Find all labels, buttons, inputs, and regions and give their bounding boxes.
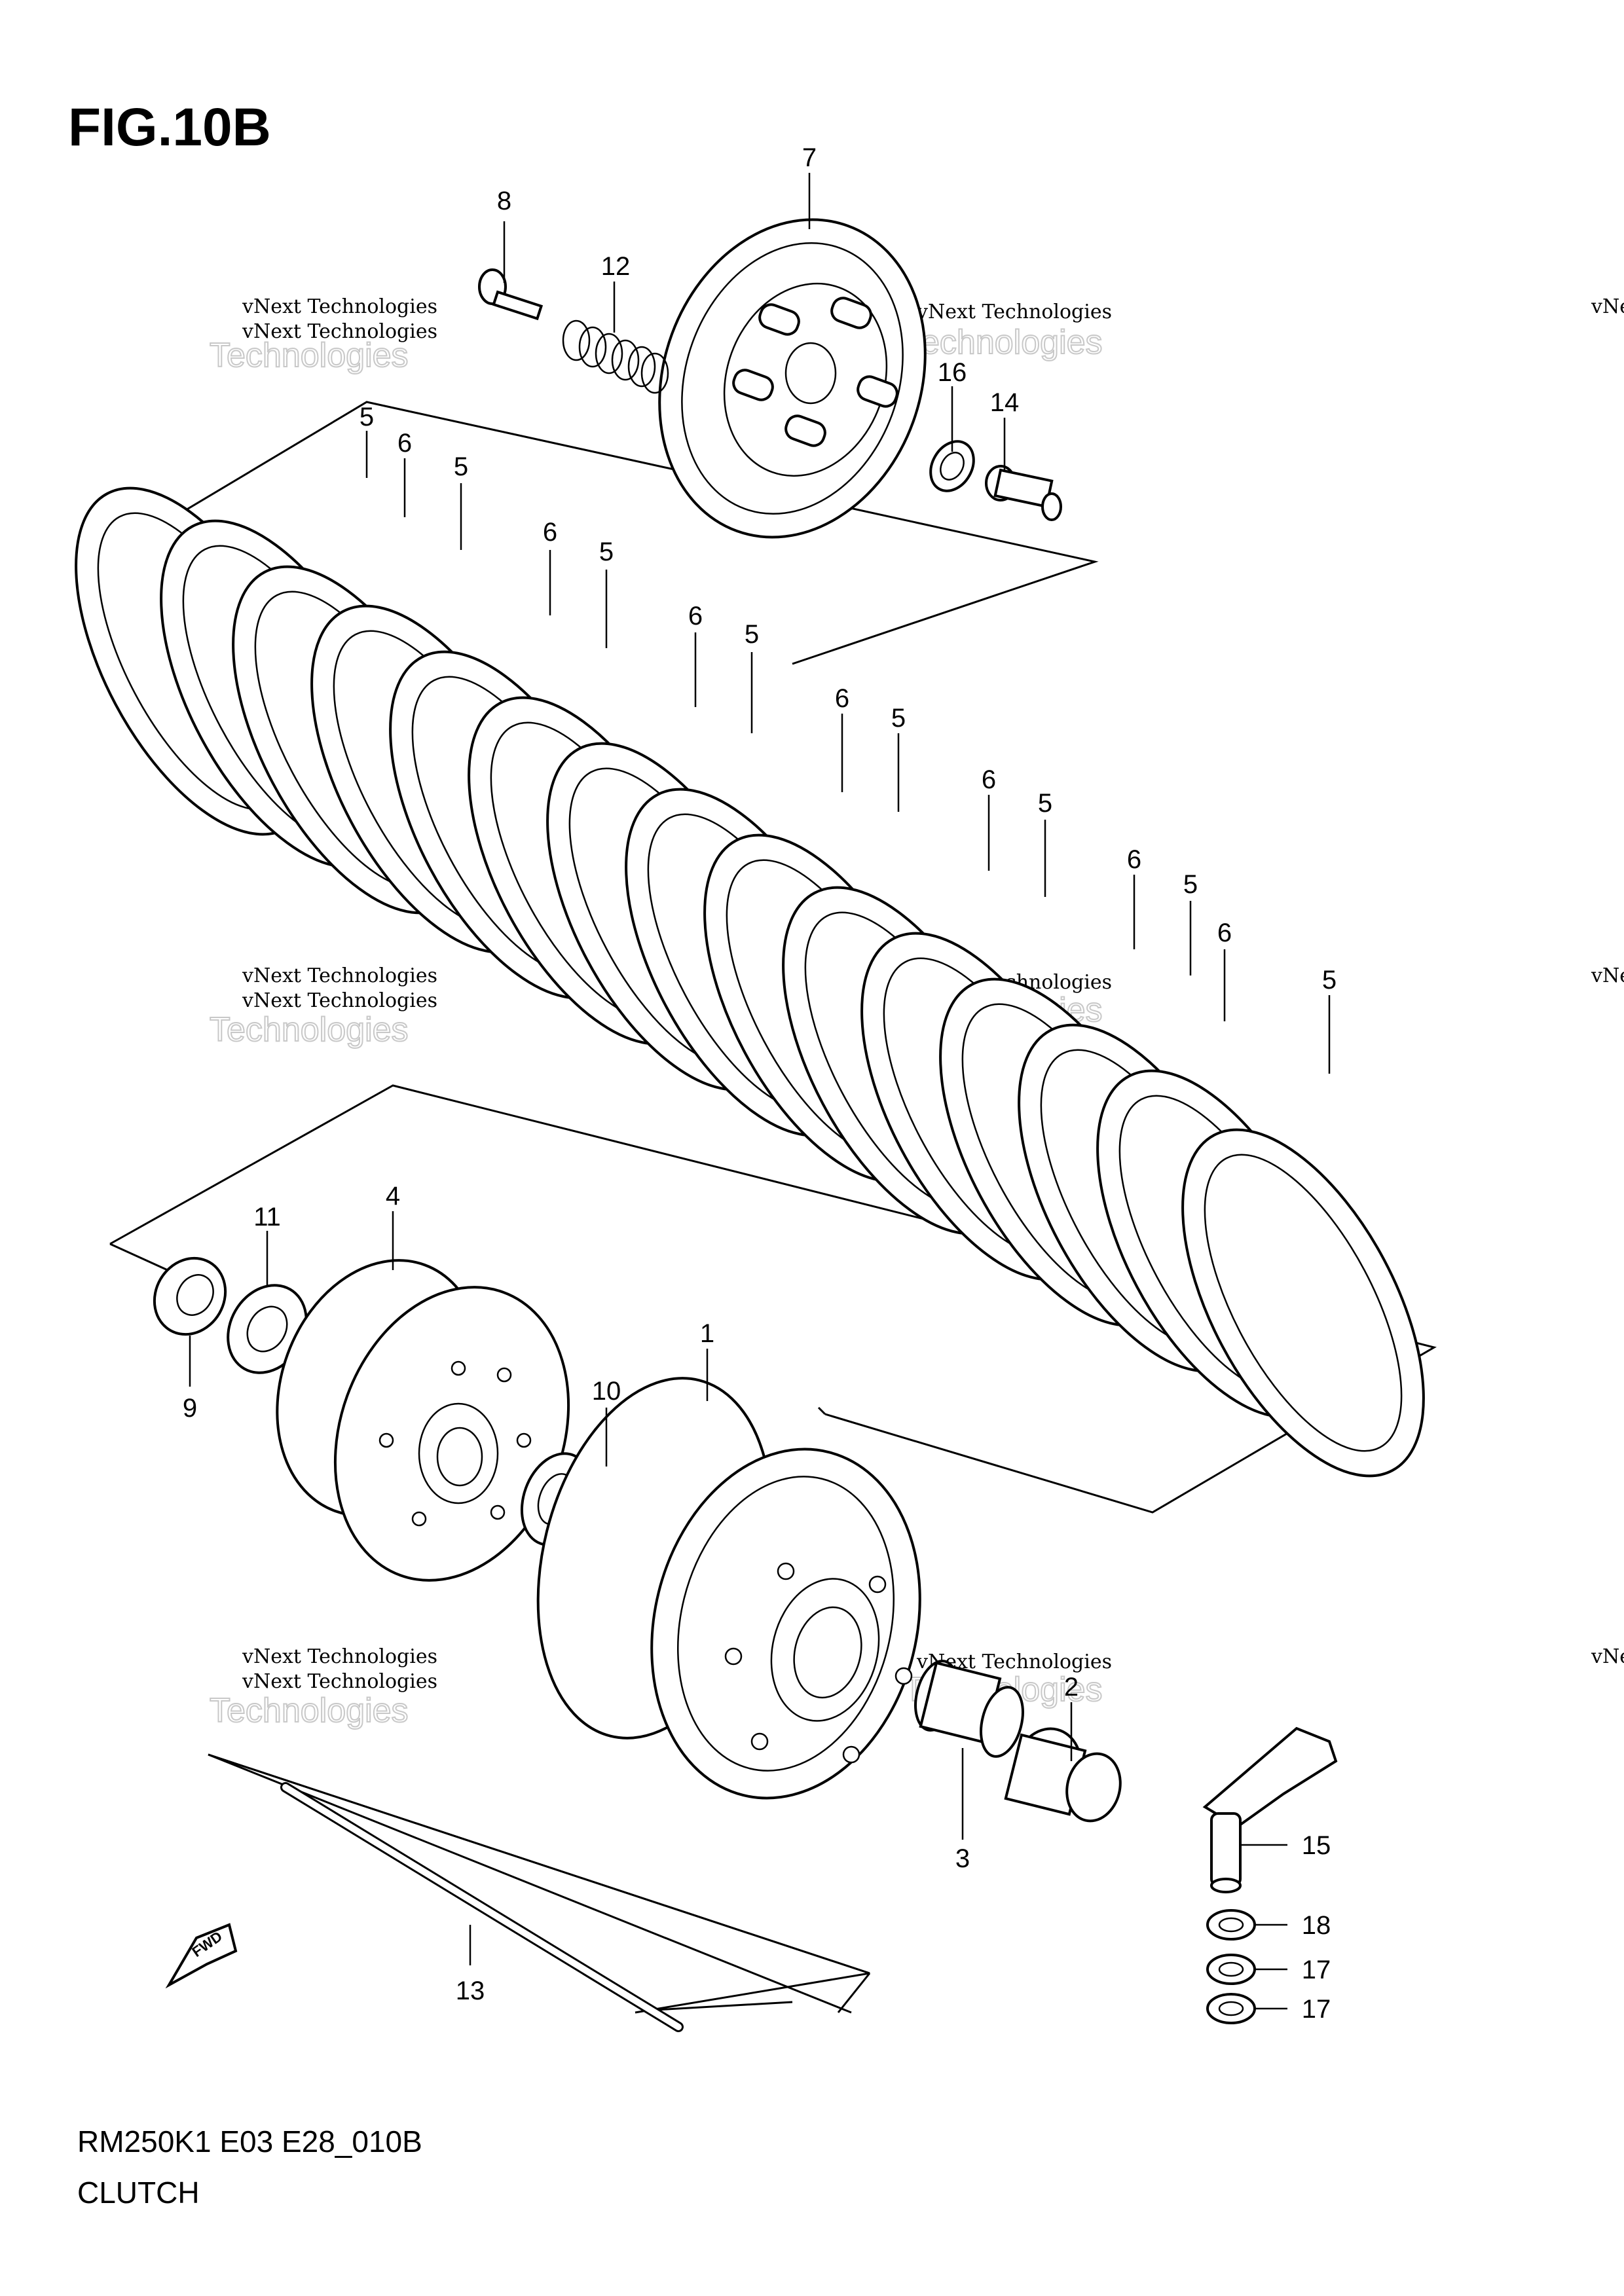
callout-3: 3 <box>955 1844 970 1873</box>
watermark-text: vNext Technologies <box>242 295 437 318</box>
callout-5: 5 <box>745 620 759 649</box>
callout-17: 17 <box>1302 1995 1331 2024</box>
watermark-text: Technologies <box>210 1011 409 1049</box>
watermark-text: vNext Technologies <box>242 989 437 1012</box>
callout-14: 14 <box>990 388 1020 417</box>
release-camshaft-part-15 <box>1202 1726 1338 1893</box>
watermark-text: vNext Technologies <box>242 1670 437 1693</box>
callout-6: 6 <box>397 429 412 458</box>
watermark-text: vNext Technologies <box>242 1645 437 1668</box>
callout-5: 5 <box>454 452 468 481</box>
leader-lines <box>189 173 1331 2010</box>
callout-6: 6 <box>982 765 996 794</box>
drawing-code: RM250K1 E03 E28_010B <box>77 2124 422 2159</box>
figure-title: FIG.10B <box>68 98 271 157</box>
watermark-text: Technologies <box>904 323 1103 361</box>
watermark-text: vNext <box>1591 964 1624 987</box>
bolt-part-8 <box>478 268 544 321</box>
watermark-text: vNext Technologies <box>916 301 1112 323</box>
callout-6: 6 <box>688 602 703 630</box>
callout-9: 9 <box>183 1394 197 1423</box>
callout-5: 5 <box>1038 789 1052 818</box>
bearing-part-16 <box>929 440 975 492</box>
section-name: CLUTCH <box>77 2176 200 2210</box>
pressure-plate-part-7 <box>658 218 927 539</box>
callout-16: 16 <box>938 358 967 387</box>
watermark-text: vNext Technologies <box>242 320 437 343</box>
spacer-part-2 <box>1004 1727 1122 1823</box>
forward-arrow-icon: FWD <box>165 1923 238 1989</box>
callout-4: 4 <box>386 1182 400 1211</box>
callout-12: 12 <box>601 252 631 281</box>
callout-6: 6 <box>1127 845 1141 874</box>
bearing-part-17-upper <box>1206 1954 1256 1985</box>
watermark-text: vNext Technologies <box>242 964 437 987</box>
callout-6: 6 <box>1217 919 1232 947</box>
callout-11: 11 <box>253 1203 281 1231</box>
callout-1: 1 <box>700 1319 714 1348</box>
watermark-text: Technologies <box>210 337 409 374</box>
callout-18: 18 <box>1302 1911 1331 1940</box>
group-outline-lower <box>208 1753 871 2014</box>
needle-bearing-part-3 <box>914 1660 1024 1758</box>
clutch-plate-stack <box>75 486 1425 1478</box>
callout-7: 7 <box>802 143 817 172</box>
push-piece-part-14 <box>985 465 1062 521</box>
callout-13: 13 <box>456 1977 485 2005</box>
callout-numbers: 8 12 7 16 14 5 6 5 6 5 6 5 6 5 6 5 6 5 6… <box>183 143 1337 2024</box>
nut-part-9 <box>153 1256 227 1336</box>
clutch-spring-part-12 <box>562 319 669 394</box>
callout-5: 5 <box>360 403 374 431</box>
callout-15: 15 <box>1302 1831 1331 1860</box>
callout-2: 2 <box>1064 1673 1079 1702</box>
clutch-housing-part-1 <box>536 1377 921 1800</box>
callout-10: 10 <box>592 1377 621 1406</box>
callout-5: 5 <box>599 538 614 566</box>
watermark-text: vNext <box>1591 295 1624 318</box>
callout-5: 5 <box>1183 870 1198 899</box>
oil-seal-part-18 <box>1206 1909 1256 1941</box>
watermark-text: Technologies <box>210 1692 409 1730</box>
callout-17: 17 <box>1302 1956 1331 1984</box>
callout-5: 5 <box>1322 966 1337 994</box>
callout-6: 6 <box>543 518 557 547</box>
push-rod-part-13 <box>280 1782 684 2032</box>
watermark-text: vNext <box>1591 1645 1624 1668</box>
callout-8: 8 <box>497 187 511 215</box>
callout-5: 5 <box>891 704 906 733</box>
callout-6: 6 <box>835 684 849 713</box>
bearing-part-17-lower <box>1206 1993 1256 2024</box>
